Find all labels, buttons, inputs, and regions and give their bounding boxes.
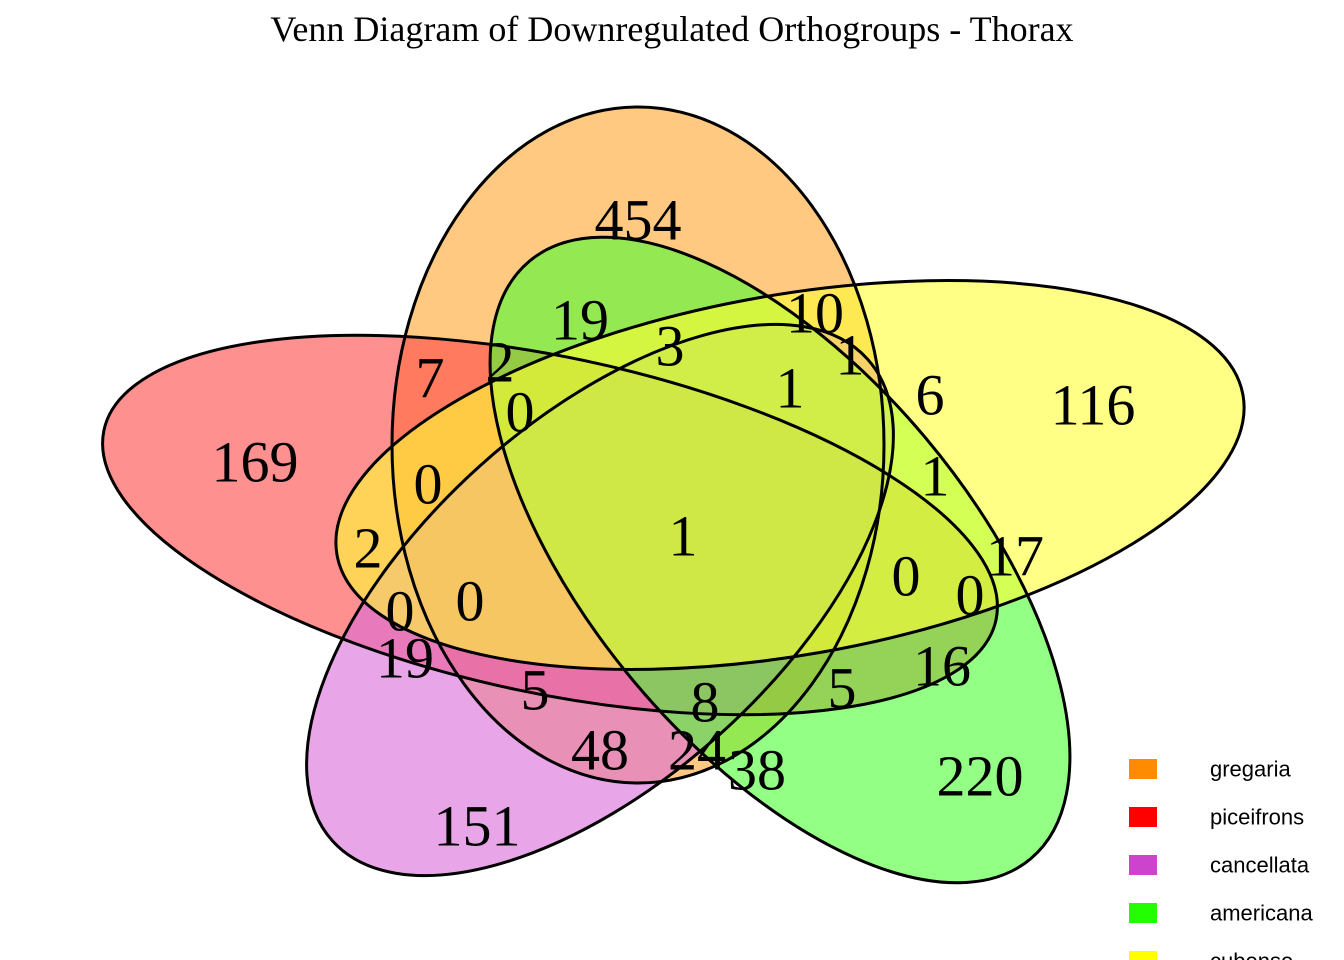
region-count-label: 454 xyxy=(595,188,682,253)
region-count-label: 2 xyxy=(354,516,383,581)
region-count-label: 2 xyxy=(486,330,515,395)
region-count-label: 0 xyxy=(386,579,415,644)
legend-swatch-cubense xyxy=(1129,951,1157,960)
region-count-label: 5 xyxy=(521,658,550,723)
region-count-label: 19 xyxy=(376,626,434,691)
region-count-label: 169 xyxy=(212,430,299,495)
region-count-label: 1 xyxy=(921,444,950,509)
legend-swatch-piceifrons xyxy=(1129,807,1157,827)
region-count-label: 0 xyxy=(892,544,921,609)
region-count-label: 8 xyxy=(691,670,720,735)
region-count-label: 220 xyxy=(937,744,1024,809)
region-count-label: 10 xyxy=(786,281,844,346)
region-count-label: 38 xyxy=(728,738,786,803)
region-count-label: 16 xyxy=(913,634,971,699)
region-count-label: 0 xyxy=(956,563,985,628)
legend-label-americana: americana xyxy=(1210,901,1313,926)
legend-swatch-americana xyxy=(1129,903,1157,923)
diagram-title: Venn Diagram of Downregulated Orthogroup… xyxy=(270,9,1074,49)
legend-swatch-gregaria xyxy=(1129,759,1157,779)
region-count-label: 24 xyxy=(668,718,726,783)
set-outlines xyxy=(101,105,1246,885)
region-count-label: 7 xyxy=(416,346,445,411)
region-count-label: 48 xyxy=(571,718,629,783)
legend-label-gregaria: gregaria xyxy=(1210,757,1291,782)
legend-swatch-cancellata xyxy=(1129,855,1157,875)
legend-label-piceifrons: piceifrons xyxy=(1210,805,1304,830)
legend: gregaria piceifrons cancellata americana cub… xyxy=(1129,757,1313,960)
region-count-label: 116 xyxy=(1051,373,1136,438)
region-count-label: 1 xyxy=(776,356,805,421)
region-count-label: 0 xyxy=(456,569,485,634)
region-count-label: 0 xyxy=(414,452,443,517)
region-count-label: 5 xyxy=(828,656,857,721)
region-count-label: 1 xyxy=(669,504,698,569)
set-cubense-outline xyxy=(334,279,1246,671)
region-count-label: 19 xyxy=(551,288,609,353)
legend-label-cubense: cubense xyxy=(1210,949,1293,960)
legend-label-cancellata: cancellata xyxy=(1210,853,1310,878)
region-count-label: 6 xyxy=(916,363,945,428)
region-count-label: 17 xyxy=(986,524,1044,589)
region-count-label: 151 xyxy=(434,794,521,859)
set-piceifrons-outline xyxy=(101,333,999,717)
region-count-label: 1 xyxy=(836,323,865,388)
set-americana-outline xyxy=(488,235,1072,885)
region-count-label: 3 xyxy=(656,314,685,379)
region-count-label: 0 xyxy=(506,380,535,445)
set-cancellata-outline xyxy=(305,322,895,878)
